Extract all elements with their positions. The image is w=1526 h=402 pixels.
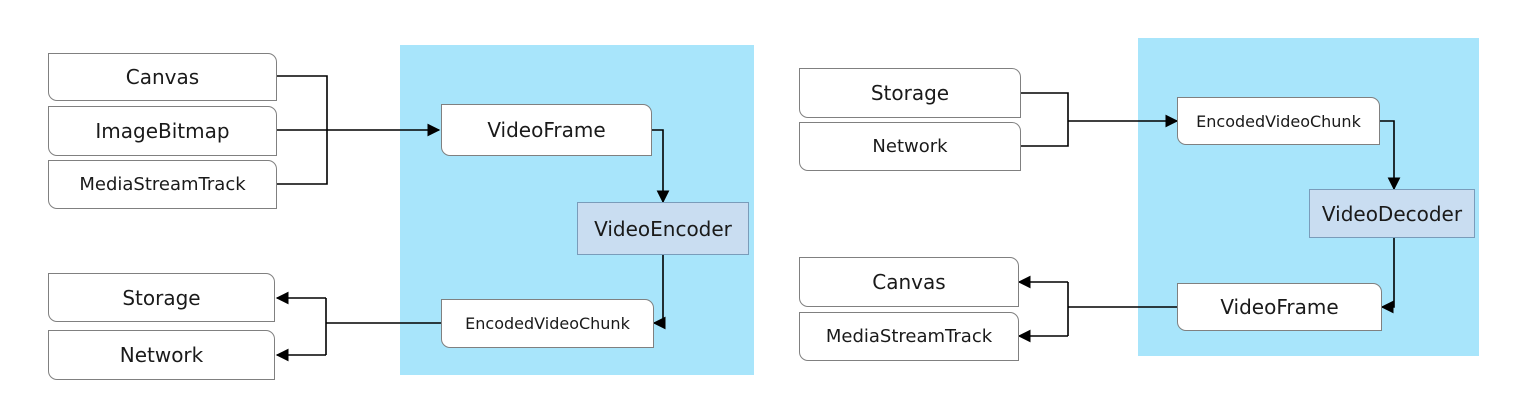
input-canvas: Canvas bbox=[48, 53, 277, 101]
input-imagebitmap: ImageBitmap bbox=[48, 106, 277, 156]
decoder-input-bus bbox=[1021, 92, 1069, 147]
output-storage: Storage bbox=[48, 273, 275, 322]
chunk-to-decoder bbox=[1380, 120, 1401, 191]
input-mediastreamtrack: MediaStreamTrack bbox=[48, 160, 277, 209]
output-mediastreamtrack: MediaStreamTrack bbox=[799, 312, 1019, 361]
input-network: Network bbox=[799, 122, 1021, 171]
output-canvas: Canvas bbox=[799, 257, 1019, 307]
video-encoder: VideoEncoder bbox=[577, 202, 749, 255]
output-network: Network bbox=[48, 330, 275, 380]
videoframe-to-encoder bbox=[652, 129, 670, 204]
decoder-videoframe: VideoFrame bbox=[1177, 283, 1382, 331]
encoder-videoframe: VideoFrame bbox=[441, 104, 652, 156]
encoder-encodedvideochunk: EncodedVideoChunk bbox=[441, 299, 654, 348]
encoder-to-chunk bbox=[652, 255, 666, 330]
decoder-to-videoframe bbox=[1380, 238, 1395, 314]
decoder-encodedvideochunk: EncodedVideoChunk bbox=[1177, 97, 1380, 145]
input-storage: Storage bbox=[799, 68, 1021, 118]
video-decoder: VideoDecoder bbox=[1309, 189, 1475, 238]
